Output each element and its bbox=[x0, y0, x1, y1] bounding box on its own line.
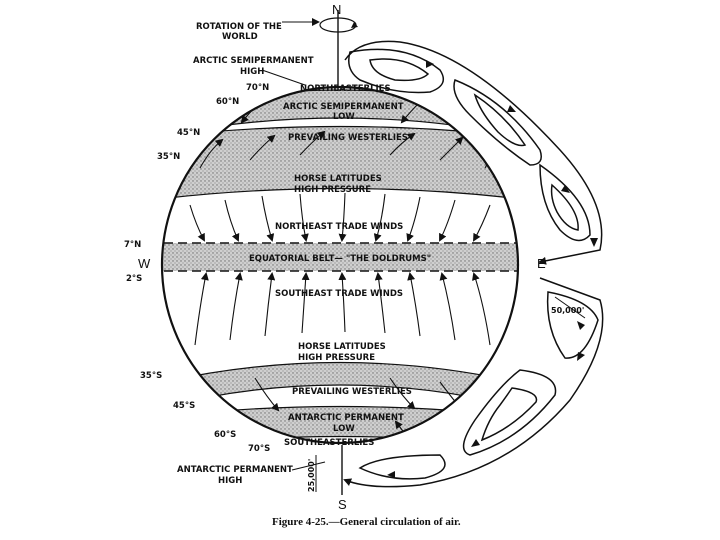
latitude-labels: 70°N 60°N 45°N 35°N 7°N 2°S 35°S 45°S 60… bbox=[124, 83, 270, 454]
lat-35n: 35°N bbox=[157, 152, 180, 162]
horse-latitudes-north-belt bbox=[162, 126, 518, 200]
antarctic-low-label-line1: ANTARCTIC PERMANENT bbox=[288, 413, 404, 423]
horse-lat-south-line2: HIGH PRESSURE bbox=[298, 353, 375, 363]
horse-latitudes-south-belt bbox=[162, 362, 518, 410]
doldrums-label: EQUATORIAL BELT— "THE DOLDRUMS" bbox=[249, 254, 431, 264]
lat-45n: 45°N bbox=[177, 128, 200, 138]
lat-2s: 2°S bbox=[126, 274, 142, 284]
doldrums-belt bbox=[162, 243, 518, 271]
lat-45s: 45°S bbox=[173, 401, 195, 411]
lat-7n: 7°N bbox=[124, 240, 141, 250]
northeasterlies-label: NORTHEASTERLIES bbox=[300, 84, 391, 94]
circulation-cells bbox=[343, 40, 604, 488]
figure-caption: Figure 4-25.—General circulation of air. bbox=[272, 516, 461, 528]
horse-lat-south-line1: HORSE LATITUDES bbox=[298, 342, 386, 352]
cell-arrows bbox=[387, 60, 598, 478]
antarctic-low-label-line2: LOW bbox=[333, 424, 355, 434]
lat-60s: 60°S bbox=[214, 430, 236, 440]
arctic-high-label-line1: ARCTIC SEMIPERMANENT bbox=[193, 56, 314, 66]
lat-70n: 70°N bbox=[246, 83, 269, 93]
zone-labels: NORTHEASTERLIES ARCTIC SEMIPERMANENT LOW… bbox=[249, 84, 431, 448]
altitude-marker-lower: 25,000' bbox=[307, 455, 317, 492]
arctic-low-label-line1: ARCTIC SEMIPERMANENT bbox=[283, 102, 404, 112]
southeasterlies-label: SOUTHEASTERLIES bbox=[284, 438, 374, 448]
horse-lat-north-line2: HIGH PRESSURE bbox=[294, 185, 371, 195]
globe-outline bbox=[160, 85, 520, 445]
antarctic-high-label-line2: HIGH bbox=[218, 476, 242, 486]
lat-70s: 70°S bbox=[248, 444, 270, 454]
se-trade-label: SOUTHEAST TRADE WINDS bbox=[275, 289, 403, 299]
antarctic-high-label-line1: ANTARCTIC PERMANENT bbox=[177, 465, 293, 475]
arctic-high-label-line2: HIGH bbox=[240, 67, 264, 77]
pressure-belts bbox=[162, 89, 518, 443]
altitude-marker-upper: 50,000' bbox=[551, 296, 586, 319]
westerlies-north-label: PREVAILING WESTERLIES bbox=[288, 133, 408, 143]
altitude-label-lower: 25,000' bbox=[307, 459, 316, 492]
ne-trade-wind-lines bbox=[189, 192, 491, 242]
altitude-label-upper: 50,000' bbox=[551, 306, 584, 315]
westerlies-south-label: PREVAILING WESTERLIES bbox=[292, 387, 412, 397]
lat-35s: 35°S bbox=[140, 371, 162, 381]
north-label: N bbox=[332, 2, 341, 17]
horse-lat-north-line1: HORSE LATITUDES bbox=[294, 174, 382, 184]
rotation-label-line1: ROTATION OF THE bbox=[196, 22, 282, 32]
south-label: S bbox=[338, 497, 347, 512]
ne-trade-label: NORTHEAST TRADE WINDS bbox=[275, 222, 403, 232]
lat-60n: 60°N bbox=[216, 97, 239, 107]
east-label: E bbox=[537, 256, 546, 271]
arctic-low-label-line2: LOW bbox=[333, 112, 355, 122]
se-trade-wind-lines bbox=[194, 272, 491, 346]
west-label: W bbox=[138, 256, 151, 271]
rotation-label-line2: WORLD bbox=[222, 32, 258, 42]
